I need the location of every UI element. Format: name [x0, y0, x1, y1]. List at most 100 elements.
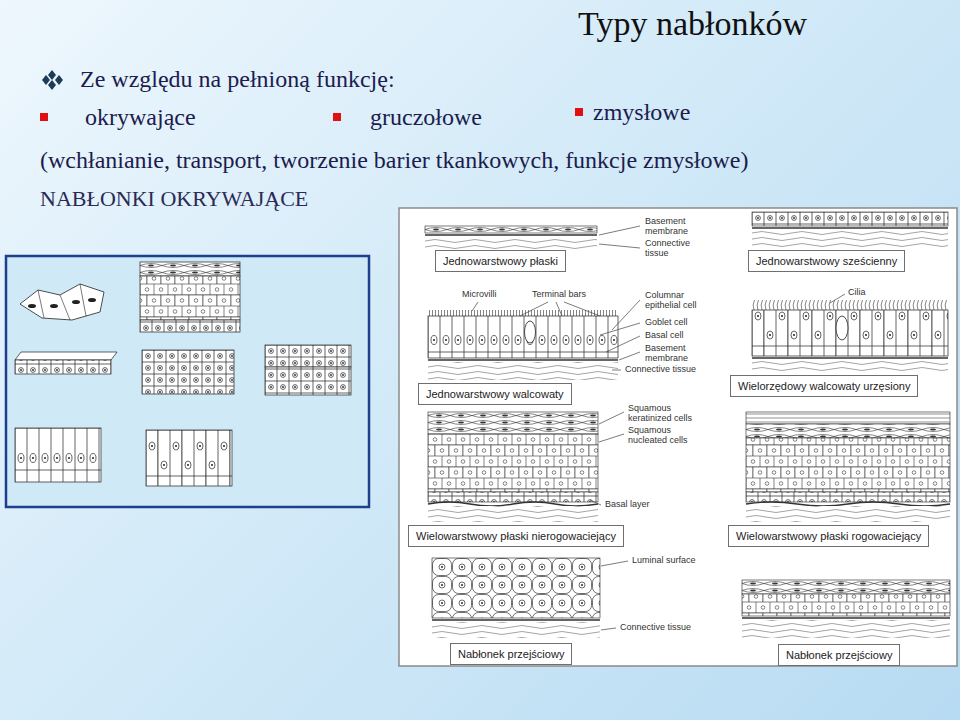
- basement-membrane: [752, 357, 948, 359]
- flat-layer: [140, 262, 240, 276]
- cell-block: [142, 350, 234, 394]
- bullet-text: zmysłowe: [593, 99, 690, 127]
- caption-text: Nabłonek przejściowy: [458, 647, 564, 661]
- basal-layer: [746, 492, 950, 502]
- transitional-section: [432, 558, 600, 638]
- callout-label: Squamous nucleated cells: [628, 426, 703, 446]
- figure-panel: [399, 208, 957, 666]
- leader-line: [601, 561, 628, 566]
- leader-line: [830, 294, 845, 303]
- caption-text: Jednowarstwowy sześcienny: [756, 254, 897, 268]
- bullet-text: Ze względu na pełnioną funkcję:: [80, 66, 395, 94]
- cell-layers: [432, 558, 600, 618]
- cell-row: [15, 360, 111, 374]
- callout-label: Basement membrane: [645, 344, 697, 364]
- callout-label: Cilia: [848, 288, 866, 298]
- keratinized-section: [746, 412, 950, 522]
- leader-line: [599, 244, 640, 248]
- square-bullet: [575, 108, 583, 116]
- connective-tissue: [432, 622, 600, 638]
- caption-text: Wielowarstwowy płaski rogowaciejący: [736, 529, 921, 543]
- leader-line: [556, 302, 562, 316]
- bullet-petal: [55, 75, 63, 85]
- callout-label: Connective tissue: [625, 365, 696, 375]
- bullet-text: gruczołowe: [370, 104, 482, 132]
- goblet-cell: [525, 321, 536, 343]
- simple-squamous-sketch: [20, 284, 104, 320]
- flat-layer: [742, 580, 950, 594]
- nucleus: [72, 300, 80, 304]
- bullet-text: (wchłanianie, transport, tworzenie barie…: [40, 147, 748, 175]
- caption-text: Nabłonek przejściowy: [786, 648, 892, 662]
- leader-line: [599, 434, 624, 442]
- transitional-stretched-section: [742, 580, 950, 638]
- caption-box: Wielowarstwowy płaski rogowaciejący: [728, 525, 929, 547]
- basement-membrane: [425, 234, 597, 236]
- squamous-layer: [428, 412, 598, 434]
- microvilli: [428, 310, 618, 316]
- connective-tissue: [752, 360, 948, 372]
- basement-membrane: [746, 502, 950, 506]
- pseudostratified-sketch: [146, 430, 232, 486]
- leader-line: [564, 302, 600, 316]
- goblet-cell: [836, 316, 848, 340]
- cell-row: [146, 430, 232, 486]
- cell-layer: [425, 226, 597, 233]
- keratin-layer: [746, 412, 950, 424]
- caption-text: Wielorzędowy walcowaty urzęsiony: [738, 379, 910, 393]
- callout-label: Squamous keratinized cells: [628, 404, 703, 424]
- squamous-layer: [746, 424, 950, 438]
- caption-text: Jednowarstwowy walcowaty: [426, 387, 564, 401]
- pseudostratified-section: [752, 300, 948, 372]
- bullet-text: okrywające: [85, 104, 196, 132]
- leader-line: [612, 370, 621, 371]
- basement-membrane: [432, 619, 600, 620]
- cell-border: [38, 284, 86, 320]
- cell-sheet: [20, 284, 104, 320]
- cell-layers: [742, 594, 950, 616]
- stratified-squamous-section: [428, 412, 598, 522]
- stratified-squamous-sketch: [140, 262, 240, 332]
- connective-tissue: [428, 506, 598, 522]
- leader-line: [520, 302, 548, 316]
- leader-line: [601, 628, 616, 630]
- bullet-petal: [42, 75, 50, 85]
- nucleus: [50, 304, 58, 308]
- simple-squamous-section: [425, 226, 597, 249]
- middle-layer: [140, 276, 240, 320]
- basement-membrane: [428, 359, 618, 361]
- bullet-text: NABŁONKI OKRYWAJĄCE: [40, 186, 308, 211]
- connective-tissue: [746, 506, 950, 522]
- leader-line: [472, 302, 478, 311]
- callout-label: Connective tissue: [645, 239, 697, 259]
- callout-label: Basal cell: [645, 331, 684, 341]
- figure-panel: [6, 256, 369, 507]
- basement-membrane: [428, 502, 598, 506]
- stratified-cuboidal-sketch: [142, 350, 234, 394]
- caption-box: Jednowarstwowy płaski: [435, 250, 566, 272]
- diamond-bullet: [42, 70, 63, 90]
- cell-layer: [428, 316, 618, 358]
- leader-line: [599, 412, 624, 424]
- basement-membrane: [742, 617, 950, 618]
- basal-layer: [428, 492, 598, 502]
- square-bullet: [40, 113, 48, 121]
- caption-text: Jednowarstwowy płaski: [443, 254, 558, 268]
- simple-cuboidal-section: [752, 212, 948, 248]
- callout-label: Luminal surface: [632, 556, 696, 566]
- callout-label: Columnar epithelial cell: [645, 291, 709, 311]
- leader-line: [600, 323, 640, 335]
- connective-tissue: [428, 362, 618, 380]
- simple-columnar-section: [428, 310, 618, 380]
- caption-box: Wielowarstwowy płaski nierogowaciejący: [408, 525, 624, 547]
- cell-layer: [752, 212, 948, 226]
- leader-lines: [472, 226, 845, 630]
- caption-box: Jednowarstwowy sześcienny: [748, 250, 905, 272]
- cell-row: [15, 428, 101, 482]
- square-bullet: [333, 113, 341, 121]
- connective-tissue: [425, 237, 597, 249]
- basal-layer: [140, 320, 240, 332]
- lower-layer: [265, 367, 351, 395]
- callout-label: Microvilli: [462, 290, 497, 300]
- callout-label: Connective tissue: [620, 623, 691, 633]
